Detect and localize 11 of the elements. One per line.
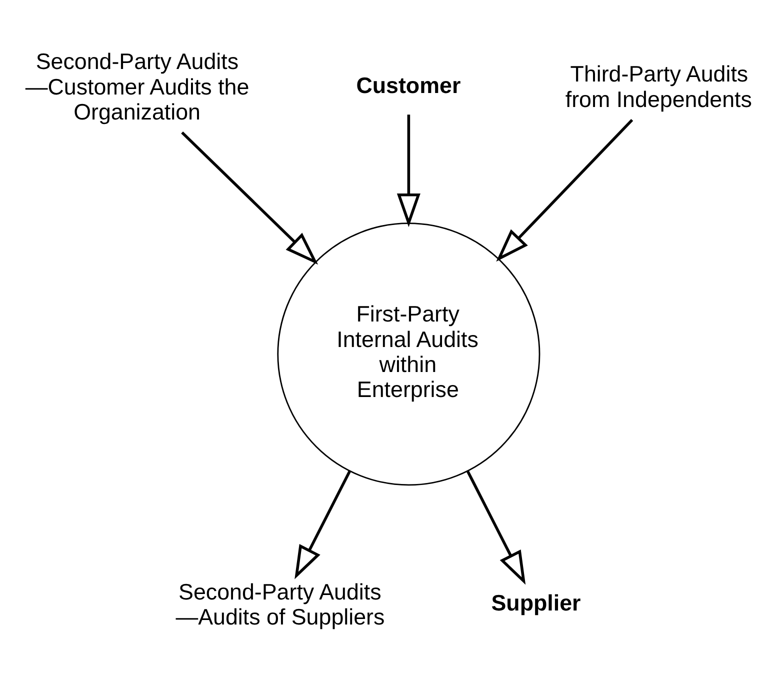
arrow: [466, 470, 526, 584]
node-text: Supplier: [491, 590, 581, 616]
node-text: Customer: [356, 72, 461, 98]
arrow: [396, 114, 420, 227]
arrow: [181, 131, 318, 264]
node-text: Second-Party Audits —Audits of Suppliers: [176, 578, 385, 630]
node-text: Second-Party Audits —Customer Audits the Organization: [25, 48, 250, 124]
node-text: Third-Party Audits from Independents: [565, 61, 752, 112]
arrow: [294, 470, 351, 579]
node-circle: First-Party Internal Audits within Enterprise: [277, 222, 540, 486]
arrow: [496, 118, 634, 262]
